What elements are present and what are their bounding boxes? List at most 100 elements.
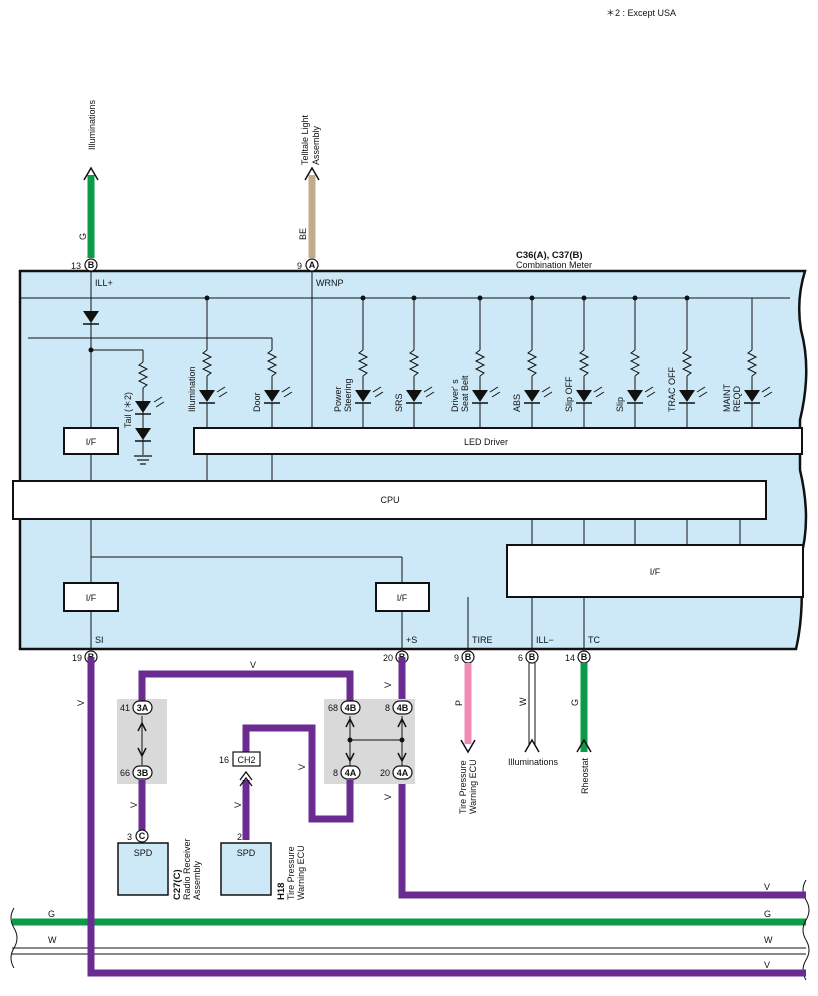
lamp-label: TRAC OFF [667, 367, 677, 412]
cpu-if-links [90, 519, 741, 583]
radio-receiver-spd: C 3 SPD C27(C) Radio Receiver Assembly [117, 829, 202, 900]
note-text: ＊2 : Except USA [606, 8, 676, 18]
svg-text:4B: 4B [397, 703, 409, 713]
tire-ecu-code: H18 [276, 883, 287, 900]
svg-text:CH2: CH2 [237, 755, 255, 765]
svg-text:B: B [465, 652, 472, 662]
lamp-slip-off: Slip OFF [564, 298, 605, 428]
tire-ecu-spd: 2 SPD H18 Tire Pressure Warning ECU [220, 832, 306, 900]
svg-text:20: 20 [380, 768, 390, 778]
bus-w-left: W [48, 935, 57, 945]
lamp-label: Slip [615, 397, 625, 412]
wire-color-plus-s: V [383, 682, 393, 688]
lamp-label: Illumination [187, 366, 197, 412]
lamp-slip: Slip [615, 298, 656, 428]
bus-w-right: W [764, 935, 773, 945]
tire-dest-line1: Tire Pressure [458, 760, 468, 814]
tire-output-wire: P Tire Pressure Warning ECU [454, 663, 478, 814]
svg-text:2: 2 [237, 832, 242, 842]
radio-name-line1: Radio Receiver [182, 838, 192, 900]
junction-dots [88, 295, 690, 353]
lamp-label: Power [333, 386, 343, 412]
pin-label: ILL− [536, 635, 554, 645]
if-label-ill: I/F [86, 437, 97, 447]
svg-text:6: 6 [518, 653, 523, 663]
svg-text:C: C [139, 831, 146, 841]
dest-illuminations-top: Illuminations [87, 99, 97, 150]
svg-text:20: 20 [383, 653, 393, 663]
pin-13b: B 13 ILL+ [71, 258, 113, 288]
bus-lines: G G W W V V [10, 879, 810, 981]
wire-color-top-loop: V [250, 660, 256, 670]
bus-v-right-lower: V [764, 960, 770, 970]
ill-minus-wire: W Illuminations [508, 663, 559, 767]
pin-9a: A 9 WRNP [297, 258, 344, 288]
lamp-label: Slip OFF [564, 376, 574, 412]
bus-g-left: G [48, 909, 55, 919]
ill-diode [83, 311, 99, 325]
svg-text:4A: 4A [345, 768, 357, 778]
tc-output-wire: G Rheostat [570, 663, 592, 794]
radio-code: C27(C) [172, 869, 183, 900]
lamp-label: MAINT [722, 384, 732, 413]
svg-text:B: B [529, 652, 536, 662]
illuminations-top-wire: Illuminations G [78, 99, 99, 258]
pin-14b-bottom: TCB 14 [565, 635, 600, 664]
svg-text:19: 19 [72, 653, 82, 663]
pin-label-ill-plus: ILL+ [95, 278, 113, 288]
svg-text:9: 9 [454, 653, 459, 663]
if-label-si: I/F [86, 593, 97, 603]
radio-name-line2: Assembly [192, 860, 202, 900]
ch2-terminal: CH2 16 [219, 751, 261, 767]
svg-text:4B: 4B [345, 703, 357, 713]
svg-text:B: B [581, 652, 588, 662]
tire-dest-line2: Warning ECU [468, 759, 478, 814]
tail-label: Tail (＊2) [123, 392, 133, 428]
telltale-top-wire: Telltale Light Assembly BE [298, 114, 321, 258]
svg-text:SPD: SPD [134, 848, 153, 858]
wire-color-be-top: BE [298, 228, 308, 240]
if-label-right: I/F [650, 567, 661, 577]
svg-text:B: B [88, 260, 95, 270]
svg-text:14: 14 [565, 653, 575, 663]
driver-cpu-links [206, 454, 273, 481]
svg-text:41: 41 [120, 703, 130, 713]
cpu-label: CPU [380, 495, 399, 505]
bottom-internal-links [90, 597, 585, 649]
lamp-illumination: Illumination [187, 349, 228, 428]
bus-v-right-upper: V [764, 882, 770, 892]
dest-telltale-line2: Assembly [311, 125, 321, 165]
pin-label: TC [588, 635, 600, 645]
meter-name: Combination Meter [516, 260, 592, 270]
svg-text:68: 68 [328, 703, 338, 713]
pin-6b-bottom: ILL−B6 [518, 635, 554, 664]
tire-ecu-name-line2: Warning ECU [296, 845, 306, 900]
svg-text:16: 16 [219, 755, 229, 765]
svg-text:A: A [309, 260, 316, 270]
wire-color-j1-radio: V [129, 802, 139, 808]
lamp-abs: ABS [512, 298, 553, 428]
svg-text:3: 3 [127, 832, 132, 842]
lamp-label: Seat Belt [460, 375, 470, 412]
wire-4a-ch2 [242, 724, 354, 823]
if-box-s [375, 582, 430, 612]
j2-terminals: 4B 68 4B 8 4A 8 4A 20 [328, 700, 413, 780]
svg-text:SPD: SPD [237, 848, 256, 858]
pin-label: +S [406, 635, 417, 645]
svg-text:9: 9 [297, 261, 302, 271]
wire-color-g-top: G [78, 233, 88, 240]
wire-color-si: V [76, 700, 86, 706]
if-box-ill [63, 427, 119, 455]
lamp-label: Door [252, 392, 262, 412]
svg-text:66: 66 [120, 768, 130, 778]
svg-text:4A: 4A [397, 768, 409, 778]
svg-text:W: W [518, 697, 528, 706]
svg-text:8: 8 [385, 703, 390, 713]
tire-ecu-name-line1: Tire Pressure [286, 846, 296, 900]
wire-color-ch2: V [233, 802, 243, 808]
pin-label-wrnp: WRNP [316, 278, 344, 288]
